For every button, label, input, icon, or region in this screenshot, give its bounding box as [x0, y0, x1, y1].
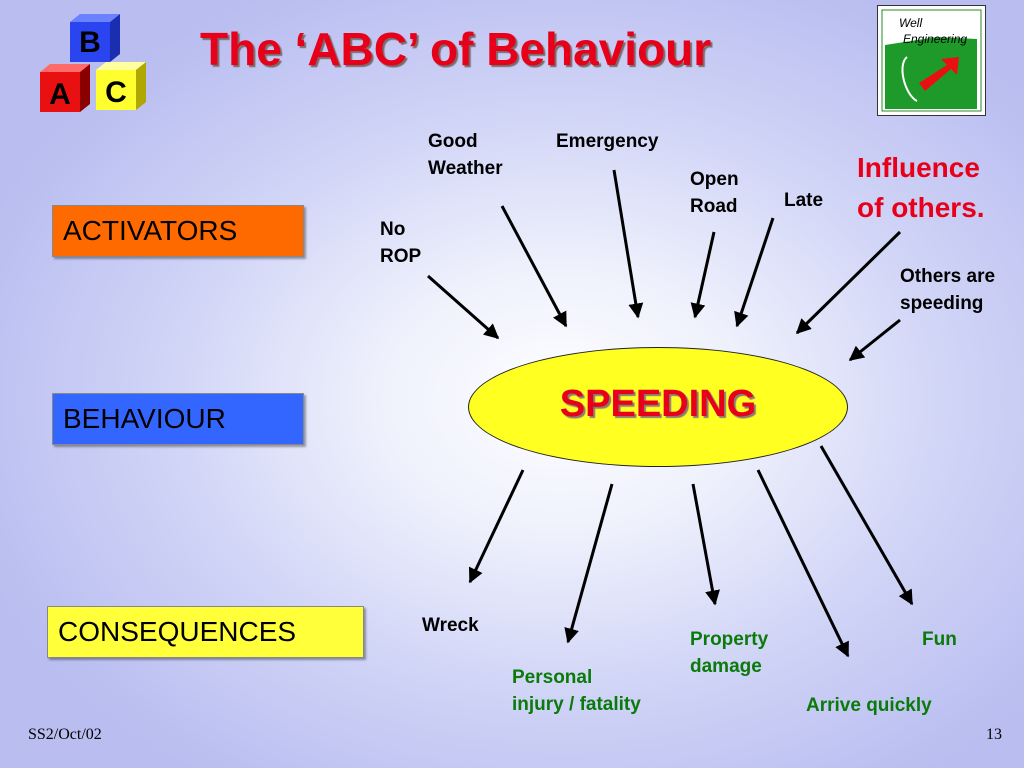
activator-late: Late [784, 190, 824, 211]
speeding-label: SPEEDING [559, 382, 757, 425]
arrow-open-road [690, 231, 716, 319]
slide-number: 13 [986, 726, 1002, 743]
activator-good-weather: Good Weather [428, 131, 503, 179]
block-b-letter: B [79, 26, 101, 59]
arrow-emergency [612, 169, 644, 319]
speeding-ellipse: SPEEDING [468, 347, 848, 467]
arrow-no-rop [427, 274, 500, 340]
activator-emergency: Emergency [556, 131, 659, 152]
logo-text-well: Well [899, 16, 922, 30]
consequences-label: CONSEQUENCES [58, 616, 297, 647]
arrow-arrive-quickly [756, 469, 850, 658]
behaviour-box: BEHAVIOUR [52, 393, 304, 445]
consequences-box: CONSEQUENCES [47, 606, 364, 658]
logo-text-engineering: Engineering [903, 32, 967, 46]
consequence-wreck: Wreck [422, 615, 479, 636]
abc-blocks-icon: B A C [40, 14, 146, 112]
consequence-property-damage: Property damage [690, 629, 769, 677]
well-engineering-logo: Well Engineering [877, 5, 986, 116]
block-a-letter: A [49, 78, 71, 111]
activators-label: ACTIVATORS [63, 215, 238, 246]
arrow-good-weather [500, 205, 568, 328]
consequence-arrive-quickly: Arrive quickly [806, 695, 932, 716]
footer-date: SS2/Oct/02 [28, 726, 102, 743]
activator-others-speeding: Others are speeding [900, 266, 996, 314]
activators-box: ACTIVATORS [52, 205, 304, 257]
activator-open-road: Open Road [690, 169, 739, 217]
arrow-wreck [468, 469, 525, 584]
arrow-fun [819, 445, 914, 606]
page-title: The ‘ABC’ of Behaviour [200, 23, 712, 75]
arrow-personal-injury [564, 483, 614, 644]
block-c-letter: C [105, 76, 127, 109]
activator-no-rop: No ROP [380, 219, 422, 267]
arrow-property-damage [691, 483, 720, 606]
behaviour-label: BEHAVIOUR [63, 403, 226, 434]
arrow-others-speeding [848, 318, 901, 362]
arrow-late [734, 217, 775, 328]
activator-influence-of-others: Influence of others. [857, 152, 985, 223]
arrow-influence [795, 230, 902, 335]
consequence-fun: Fun [922, 629, 957, 650]
consequence-personal-injury: Personal injury / fatality [512, 667, 641, 715]
